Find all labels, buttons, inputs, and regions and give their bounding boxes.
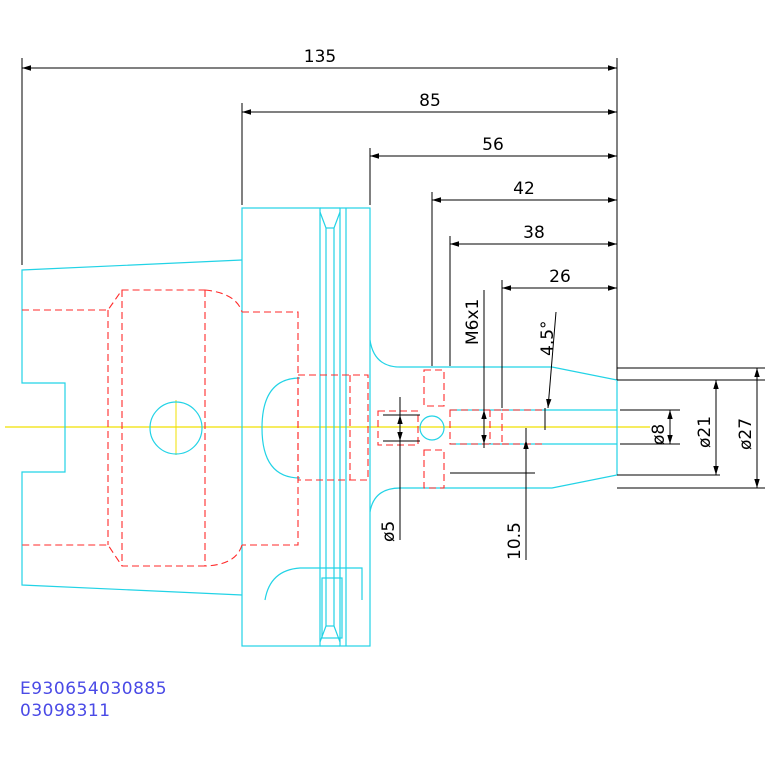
dim-dia-21: ø21 (695, 416, 715, 448)
dimension-lines (21, 58, 765, 560)
part-code-line-1: E930654030885 (20, 679, 168, 699)
part-codes: E930654030885 03098311 (20, 678, 167, 722)
dim-38: 38 (523, 223, 545, 243)
dim-dia-27: ø27 (736, 418, 756, 450)
dim-56: 56 (482, 135, 504, 155)
dim-26: 26 (549, 267, 571, 287)
dim-thread: M6x1 (463, 299, 483, 345)
dim-angle: 4.5° (538, 320, 558, 356)
hidden-lines (22, 289, 545, 567)
part-code-line-2: 03098311 (20, 701, 111, 721)
dim-dia-5: ø5 (379, 521, 399, 542)
dim-85: 85 (419, 91, 441, 111)
dim-dia-8: ø8 (649, 424, 669, 445)
dim-135: 135 (304, 47, 336, 67)
dim-42: 42 (513, 179, 535, 199)
dim-10-5: 10.5 (505, 522, 525, 560)
